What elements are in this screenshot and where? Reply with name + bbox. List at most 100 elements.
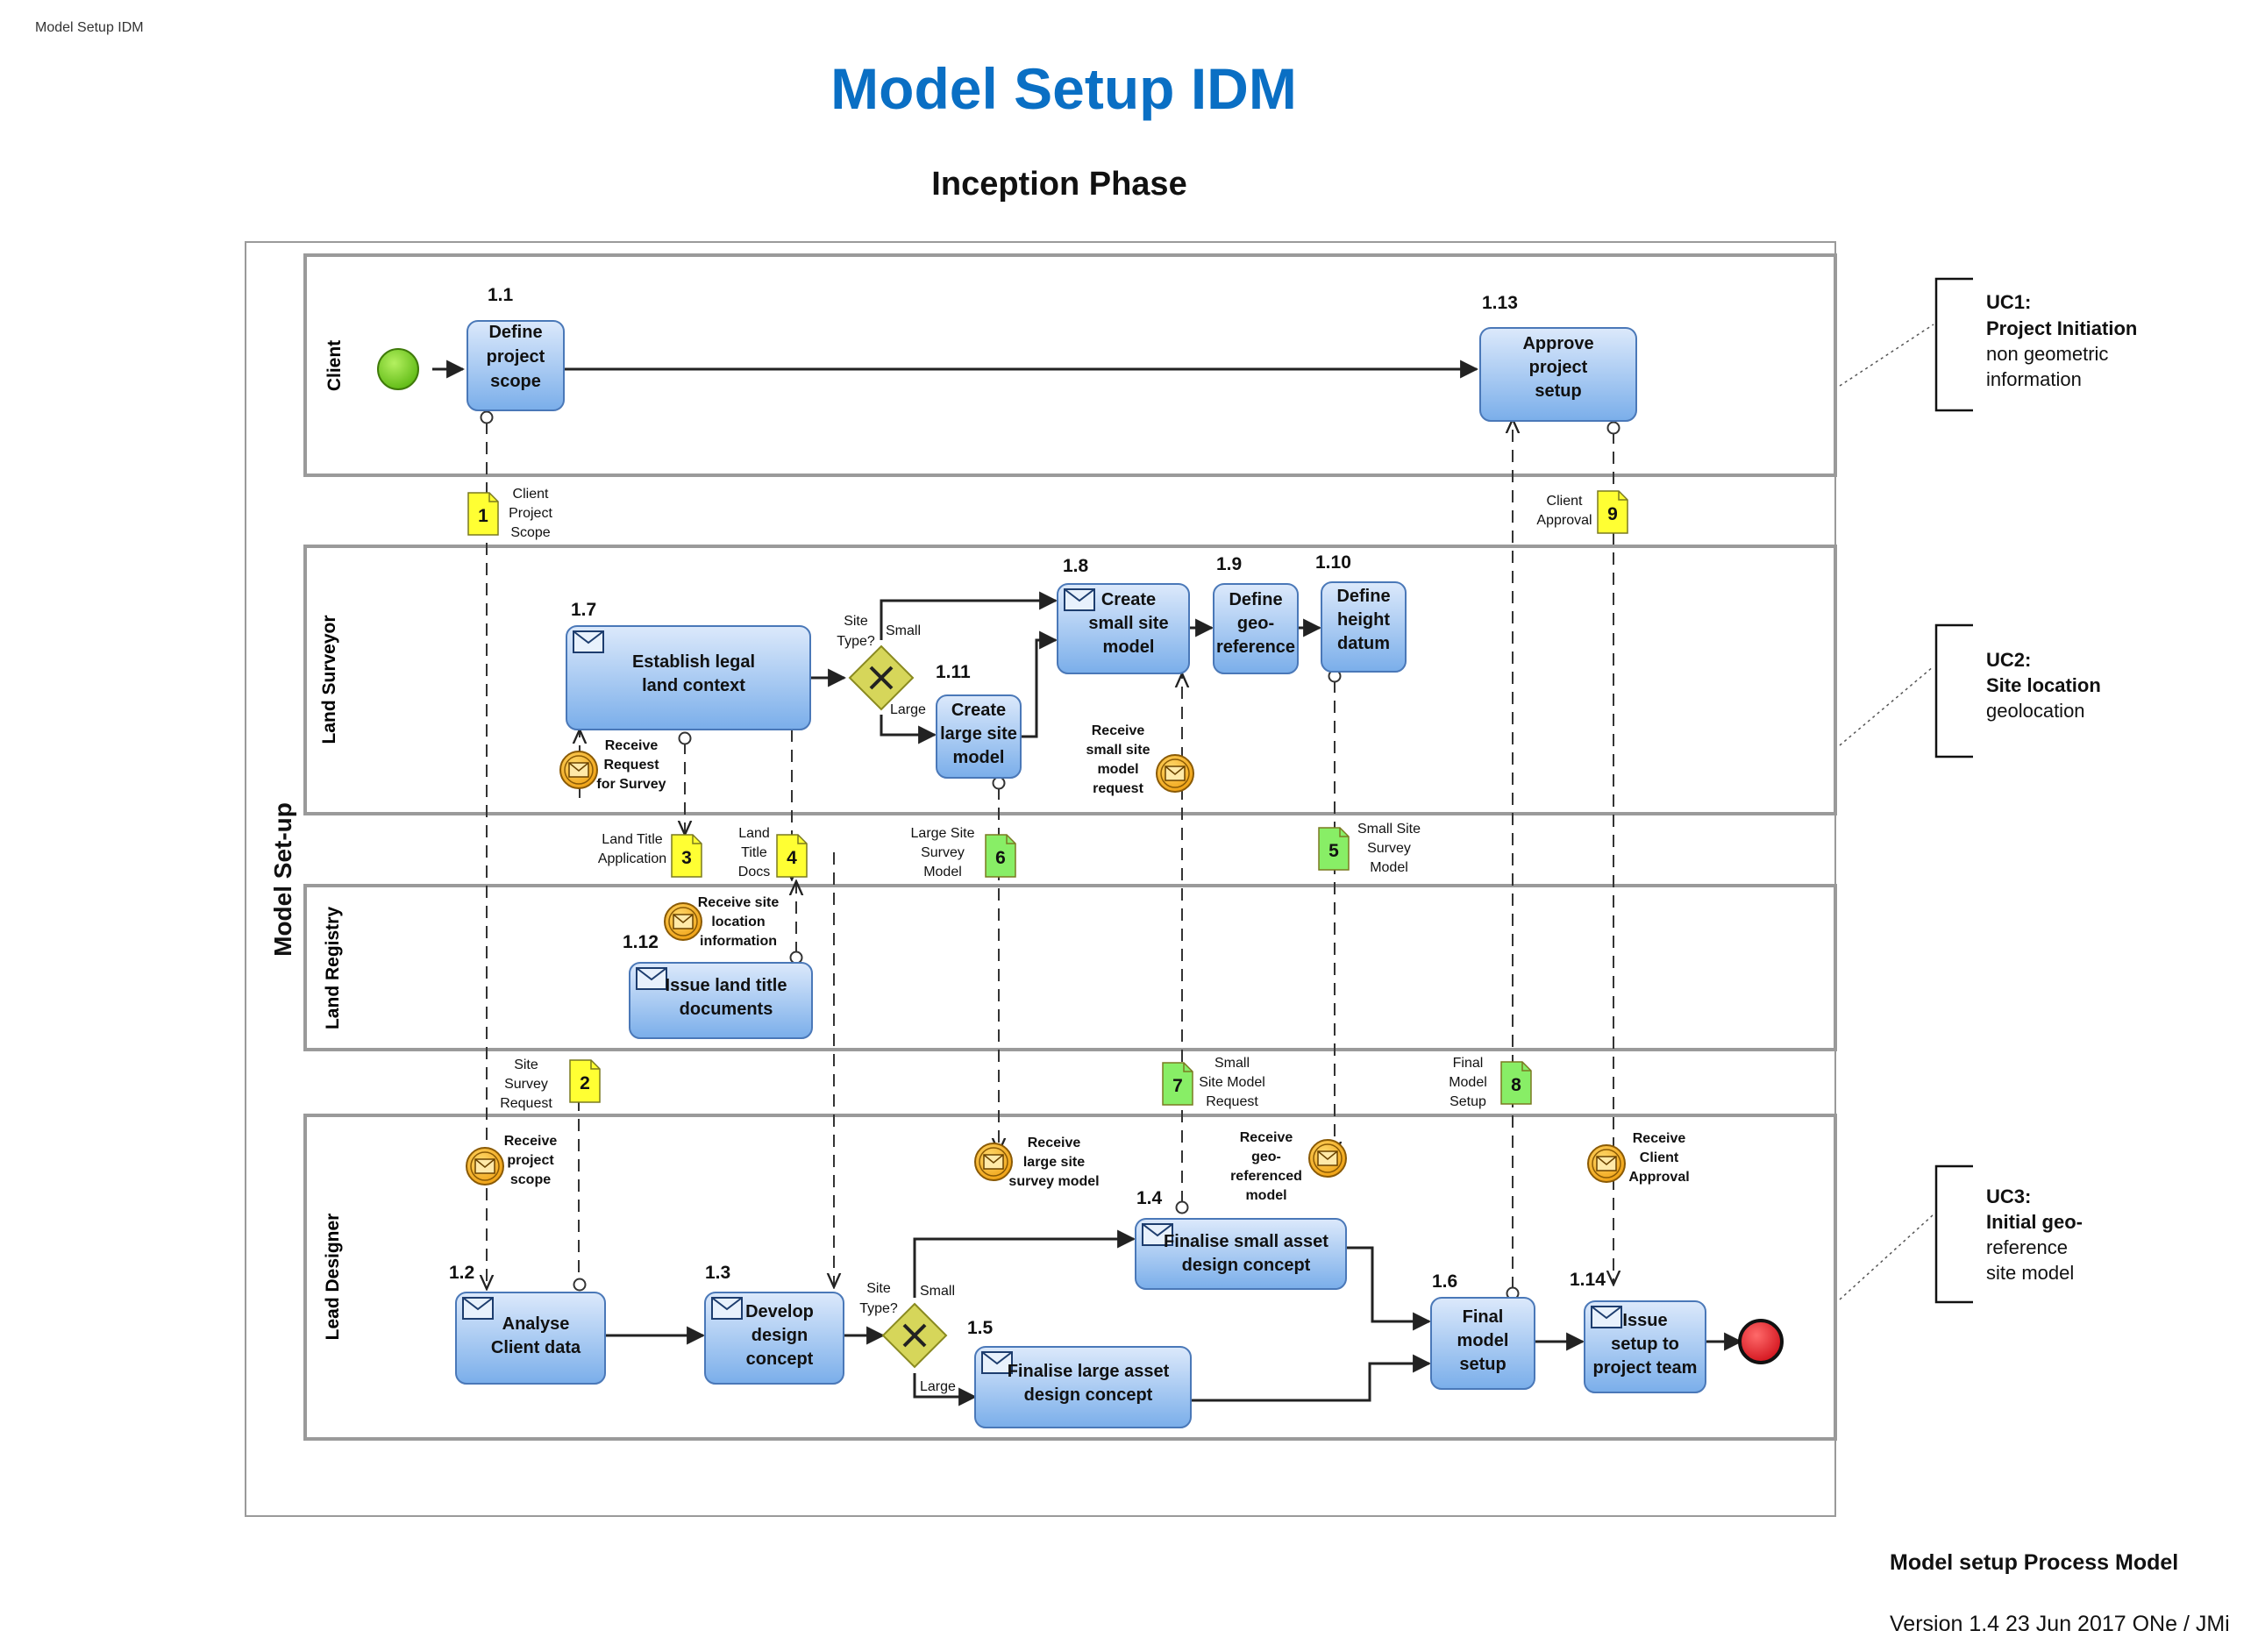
exchange-label: Model	[1370, 860, 1408, 875]
task-number: 1.1	[488, 285, 514, 305]
task-label: Client data	[491, 1338, 581, 1357]
event-circle-inner	[470, 1151, 500, 1181]
annotation-connector	[1839, 666, 1934, 746]
task-label: height	[1337, 610, 1390, 630]
event-label: scope	[510, 1172, 551, 1187]
task-label: Approve	[1522, 334, 1593, 353]
annotation-bracket	[1934, 623, 1973, 758]
exchange-requirement-4	[776, 834, 808, 878]
task-1-8	[1057, 583, 1190, 674]
lane-label-client: Client	[324, 340, 345, 391]
event-label: information	[700, 934, 777, 949]
exchange-label: Setup	[1450, 1094, 1486, 1109]
message-origin	[1175, 1200, 1189, 1214]
task-1-13	[1479, 327, 1637, 422]
event-circle-inner	[1592, 1149, 1621, 1178]
event-label: survey model	[1008, 1174, 1099, 1189]
task-label: Finalise small asset	[1164, 1232, 1328, 1251]
use-case-label: Project Initiation	[1986, 317, 2137, 339]
task-label: design concept	[1024, 1385, 1153, 1405]
task-label: land context	[642, 676, 745, 695]
event-label: Request	[603, 758, 659, 773]
envelope-icon	[462, 1297, 494, 1311]
task-box	[1430, 1297, 1535, 1390]
task-label: Issue land title	[666, 976, 787, 995]
task-label: documents	[680, 1000, 773, 1019]
document-fold	[590, 1060, 600, 1070]
exclusive-gateway	[848, 644, 915, 711]
task-label: model	[1457, 1331, 1509, 1350]
sequence-flow	[880, 715, 937, 744]
page-subtitle: Inception Phase	[931, 166, 1186, 203]
exchange-number: 5	[1328, 841, 1339, 861]
lane-label-land-registry: Land Registry	[323, 907, 343, 1029]
task-number: 1.8	[1063, 556, 1089, 576]
exchange-label: Survey	[921, 845, 965, 860]
task-1-9	[1213, 583, 1299, 674]
task-box	[1135, 1218, 1347, 1290]
exchange-requirement-8	[1500, 1061, 1532, 1105]
use-case-label: geolocation	[1986, 700, 2085, 722]
exchange-label: Small Site	[1357, 822, 1421, 837]
gateway-branch-large: Large	[920, 1379, 956, 1394]
exchange-label: Final	[1453, 1056, 1484, 1071]
document-icon	[1162, 1062, 1193, 1106]
exchange-number: 2	[580, 1073, 590, 1093]
envelope-icon	[981, 1351, 1013, 1365]
event-label: Client	[1640, 1150, 1679, 1165]
event-label: geo-	[1251, 1150, 1281, 1164]
task-label: setup	[1535, 381, 1581, 401]
exchange-number: 6	[995, 848, 1006, 868]
task-label: project	[487, 347, 545, 367]
corner-label: Model Setup IDM	[35, 20, 144, 35]
event-label: referenced	[1230, 1169, 1302, 1184]
task-label: model	[1103, 637, 1155, 657]
use-case-label: site model	[1986, 1262, 2074, 1284]
exchange-requirement-7	[1162, 1062, 1193, 1106]
exchange-number: 4	[787, 848, 797, 868]
gateway-x-icon	[902, 1323, 927, 1348]
use-case-label: UC2:	[1986, 649, 2031, 671]
document-icon	[1597, 490, 1628, 534]
exchange-requirement-1	[467, 492, 499, 536]
exchange-label: Large Site	[911, 826, 975, 841]
exchange-label: Land	[738, 826, 770, 841]
task-label: Final	[1463, 1307, 1504, 1327]
task-1-3	[704, 1292, 844, 1385]
use-case-label: information	[1986, 368, 2082, 390]
task-label: Create	[951, 701, 1006, 720]
exchange-label: Application	[598, 851, 666, 866]
exchange-label: Model	[923, 865, 962, 879]
document-icon	[569, 1059, 601, 1103]
use-case-label: reference	[1986, 1236, 2068, 1258]
exchange-label: Small	[1214, 1056, 1250, 1071]
message-origin	[1606, 421, 1620, 435]
task-label: Define	[488, 323, 542, 342]
end-event	[1738, 1319, 1784, 1364]
task-number: 1.10	[1315, 552, 1351, 573]
gateway-label: Site	[866, 1281, 891, 1296]
event-label: Receive site	[698, 895, 780, 910]
exchange-requirement-6	[985, 834, 1016, 878]
exchange-label: Title	[741, 845, 767, 860]
event-label: request	[1093, 781, 1143, 796]
exchange-label: Client	[1547, 494, 1583, 509]
shape-layer	[377, 277, 1973, 1428]
task-label: Issue	[1622, 1311, 1667, 1330]
use-case-uc2	[1839, 623, 1973, 758]
exchange-label: Scope	[510, 525, 550, 540]
task-label: reference	[1216, 637, 1295, 657]
event-label: for Survey	[596, 777, 666, 792]
task-1-6	[1430, 1297, 1535, 1390]
use-case-uc3	[1839, 1164, 1973, 1304]
envelope-icon	[983, 1154, 1004, 1164]
exchange-number: 1	[478, 506, 488, 526]
gateway-branch-small: Small	[886, 623, 921, 638]
event-label: Approval	[1628, 1170, 1689, 1185]
exchange-number: 9	[1607, 504, 1618, 524]
sequence-flow	[1190, 1354, 1432, 1402]
document-icon	[1500, 1061, 1532, 1105]
use-case-label: Initial geo-	[1986, 1211, 2083, 1233]
document-icon	[985, 834, 1016, 878]
task-number: 1.12	[623, 932, 659, 952]
